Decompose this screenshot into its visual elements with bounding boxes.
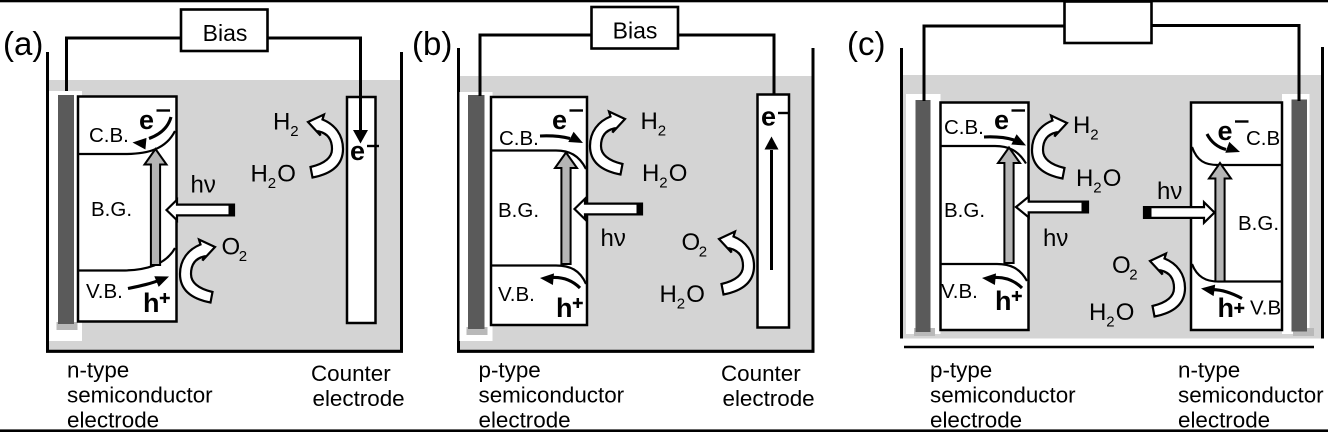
svg-text:2: 2 <box>659 175 667 192</box>
svg-text:H: H <box>251 161 268 188</box>
svg-text:O: O <box>277 161 296 188</box>
svg-text:2: 2 <box>1129 267 1137 284</box>
svg-text:2: 2 <box>1090 127 1098 144</box>
svg-text:V.B.: V.B. <box>86 280 123 303</box>
svg-text:(c): (c) <box>847 25 885 62</box>
svg-text:2: 2 <box>658 123 666 140</box>
svg-text:B.G.: B.G. <box>944 199 985 222</box>
svg-text:semiconductor: semiconductor <box>930 383 1076 408</box>
svg-text:e: e <box>994 105 1009 135</box>
svg-text:n-type: n-type <box>1178 358 1240 383</box>
svg-text:H: H <box>642 160 659 187</box>
svg-text:e: e <box>761 102 776 132</box>
svg-text:electrode: electrode <box>67 408 159 433</box>
svg-text:electrode: electrode <box>479 408 571 433</box>
svg-text:hν: hν <box>1157 178 1182 205</box>
svg-text:H: H <box>660 281 677 308</box>
svg-text:2: 2 <box>699 244 707 261</box>
svg-text:V.B.: V.B. <box>941 280 978 303</box>
svg-text:2: 2 <box>1106 314 1114 331</box>
svg-text:O: O <box>1116 299 1135 326</box>
svg-text:electrode: electrode <box>930 408 1022 433</box>
svg-text:p-type: p-type <box>479 358 541 383</box>
svg-text:C.B.: C.B. <box>499 127 539 150</box>
svg-text:O: O <box>1112 252 1131 279</box>
svg-text:n-type: n-type <box>67 358 129 383</box>
svg-text:2: 2 <box>268 175 276 192</box>
svg-text:Bias: Bias <box>203 20 248 46</box>
svg-text:O: O <box>669 160 688 187</box>
svg-text:hν: hν <box>191 172 216 199</box>
svg-text:p-type: p-type <box>930 358 992 383</box>
svg-text:B.G.: B.G. <box>1238 212 1279 235</box>
svg-text:semiconductor: semiconductor <box>67 383 213 408</box>
svg-text:(b): (b) <box>412 25 452 62</box>
svg-text:2: 2 <box>677 296 685 313</box>
svg-text:hν: hν <box>601 225 626 252</box>
svg-text:V.B.: V.B. <box>498 283 535 306</box>
svg-text:B.G.: B.G. <box>498 199 539 222</box>
svg-text:electrode: electrode <box>313 386 405 411</box>
svg-text:H: H <box>273 109 290 136</box>
svg-text:Counter: Counter <box>311 361 391 386</box>
svg-text:V.B: V.B <box>1250 297 1281 320</box>
svg-text:h: h <box>143 288 160 318</box>
svg-text:H: H <box>1076 165 1093 192</box>
svg-text:O: O <box>1103 165 1122 192</box>
svg-text:H: H <box>1073 112 1090 139</box>
svg-text:h: h <box>1218 293 1235 323</box>
svg-text:Bias: Bias <box>613 18 658 44</box>
svg-text:C.B: C.B <box>1246 127 1280 150</box>
svg-text:semiconductor: semiconductor <box>1178 383 1324 408</box>
svg-text:Counter: Counter <box>721 361 801 386</box>
svg-text:(a): (a) <box>3 25 43 62</box>
svg-text:C.B.: C.B. <box>89 124 129 147</box>
svg-text:hν: hν <box>1043 225 1068 252</box>
svg-text:e: e <box>350 136 365 166</box>
svg-text:electrode: electrode <box>1178 408 1270 433</box>
svg-text:O: O <box>686 281 705 308</box>
svg-text:2: 2 <box>239 248 247 265</box>
svg-text:e: e <box>552 105 567 135</box>
svg-text:C.B.: C.B. <box>944 116 984 139</box>
svg-text:B.G.: B.G. <box>91 198 132 221</box>
svg-text:2: 2 <box>290 123 298 140</box>
svg-text:semiconductor: semiconductor <box>479 383 625 408</box>
svg-text:2: 2 <box>1093 180 1101 197</box>
svg-text:O: O <box>222 234 241 261</box>
svg-text:e: e <box>1218 116 1233 146</box>
svg-text:e: e <box>139 105 154 135</box>
svg-text:H: H <box>1089 299 1106 326</box>
svg-text:h: h <box>556 293 573 323</box>
svg-text:H: H <box>641 108 658 135</box>
svg-text:h: h <box>995 286 1012 316</box>
svg-text:electrode: electrode <box>723 386 815 411</box>
svg-text:O: O <box>682 229 701 256</box>
